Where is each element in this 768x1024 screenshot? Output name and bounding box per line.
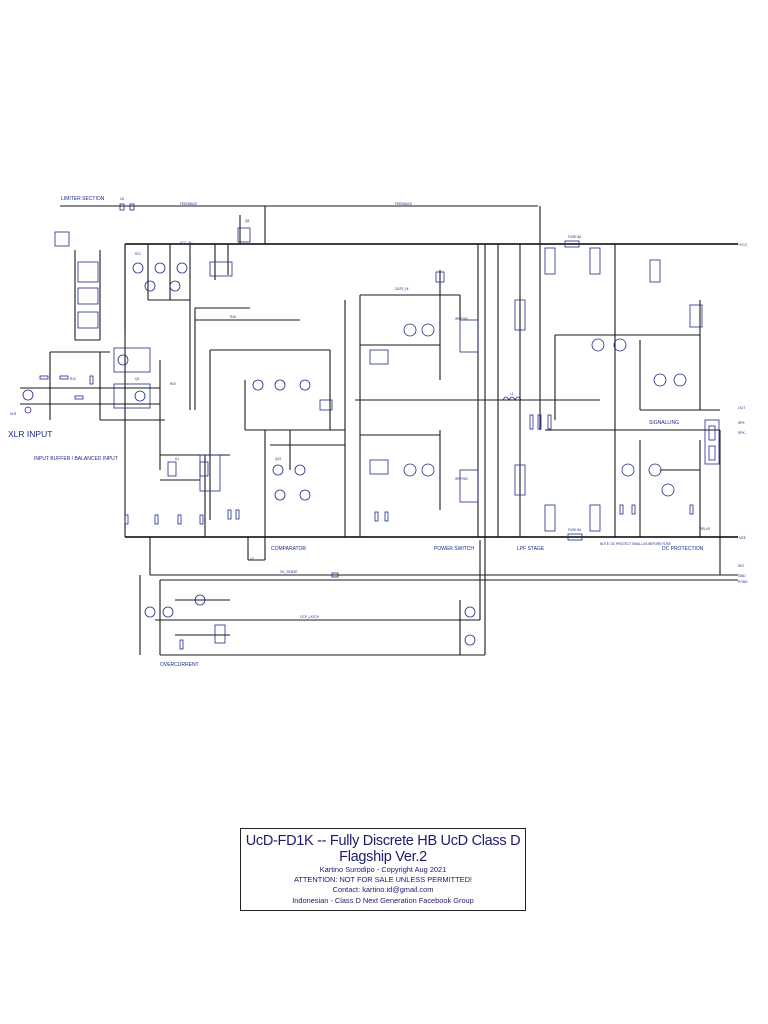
title-block: UcD-FD1K -- Fully Discrete HB UcD Class … [240, 828, 526, 911]
section-label-signalling: SIGNALLING [649, 420, 679, 426]
lpf-stage-circuit: FUSE 8A FUSE 8A L1 [497, 206, 720, 541]
svg-text:FEEDBACK: FEEDBACK [395, 202, 413, 206]
svg-text:RELAY: RELAY [700, 527, 711, 531]
svg-text:R21: R21 [135, 252, 141, 256]
svg-text:Q8: Q8 [245, 219, 249, 223]
section-label-lpf-stage: LPF STAGE [517, 546, 545, 552]
svg-text:R12: R12 [70, 377, 76, 381]
dc-protection-circuit: NOTE: DC PROTECT SMALL AS BEFORE FUSE RE… [554, 244, 721, 575]
warning-line: ATTENTION: NOT FOR SALE UNLESS PERMITTED… [294, 875, 472, 885]
svg-text:SPK: SPK [738, 421, 746, 425]
contact-line: Contact: kartino.id@gmail.com [332, 885, 434, 895]
input-buffer-circuit: XLR R12 Q3 R20 U1 [10, 244, 230, 537]
svg-text:GATE_HI: GATE_HI [395, 287, 409, 291]
vas-circuit: R21 VCC_5V Q8 [124, 206, 300, 410]
svg-text:SIG: SIG [738, 564, 744, 568]
svg-text:OC_SENSE: OC_SENSE [280, 570, 297, 574]
section-label-overcurrent: OVERCURRENT [160, 662, 199, 668]
svg-text:Q13: Q13 [275, 457, 281, 461]
svg-text:IRFP260: IRFP260 [455, 477, 468, 481]
svg-text:U1: U1 [175, 457, 179, 461]
svg-text:XLR: XLR [10, 412, 17, 416]
svg-text:OCP_LATCH: OCP_LATCH [300, 615, 320, 619]
svg-text:VCC_5V: VCC_5V [180, 241, 193, 245]
svg-text:U2: U2 [250, 557, 254, 561]
power-rails [120, 205, 738, 656]
svg-text:FUSE 8A: FUSE 8A [568, 528, 582, 532]
svg-text:OUT: OUT [738, 406, 745, 410]
author-line: Kartino Surodipo - Copyright Aug 2021 [319, 865, 447, 874]
svg-text:PGND: PGND [738, 580, 748, 584]
svg-text:FUSE 8A: FUSE 8A [568, 235, 582, 239]
svg-text:Q3: Q3 [135, 377, 139, 381]
section-label-dc-protection: DC PROTECTION [662, 546, 704, 552]
svg-text:-VEE: -VEE [738, 536, 747, 540]
svg-text:R45: R45 [230, 315, 236, 319]
overcurrent-circuit: OC_SENSE OCP_LATCH [139, 570, 476, 655]
section-label-comparator: COMPARATOR [271, 546, 306, 552]
svg-text:C6: C6 [120, 197, 124, 201]
section-label-xlr-input: XLR INPUT [8, 429, 52, 439]
svg-text:+VCC: +VCC [738, 243, 748, 247]
svg-text:L1: L1 [510, 392, 514, 396]
section-label-power-switch: POWER SWITCH [434, 546, 474, 552]
svg-text:GND: GND [738, 574, 746, 578]
svg-text:NOTE: DC PROTECT SMALL AS BEFO: NOTE: DC PROTECT SMALL AS BEFORE FUSE [600, 542, 671, 546]
net-labels: +VCC -VEE OUT SPK SPK- SIG GND PGND [738, 243, 748, 584]
section-label-limiter: LIMITER SECTION [61, 196, 105, 202]
svg-text:FEEDBACK: FEEDBACK [180, 202, 198, 206]
group-line: Indonesian - Class D Next Generation Fac… [292, 895, 474, 905]
schematic-title: UcD-FD1K -- Fully Discrete HB UcD Class … [245, 833, 521, 865]
svg-text:R20: R20 [170, 382, 176, 386]
comparator-circuit: R45 U2 Q13 [199, 300, 346, 561]
svg-text:SPK-: SPK- [738, 431, 746, 435]
limiter-circuit: C6 FEEDBACK FEEDBACK [54, 197, 413, 341]
section-label-input-buffer: INPUT BUFFER / BALANCED INPUT [34, 456, 118, 462]
svg-text:IRFP260: IRFP260 [455, 317, 468, 321]
power-switch-circuit: IRFP260 IRFP260 GATE_HI [355, 244, 520, 537]
